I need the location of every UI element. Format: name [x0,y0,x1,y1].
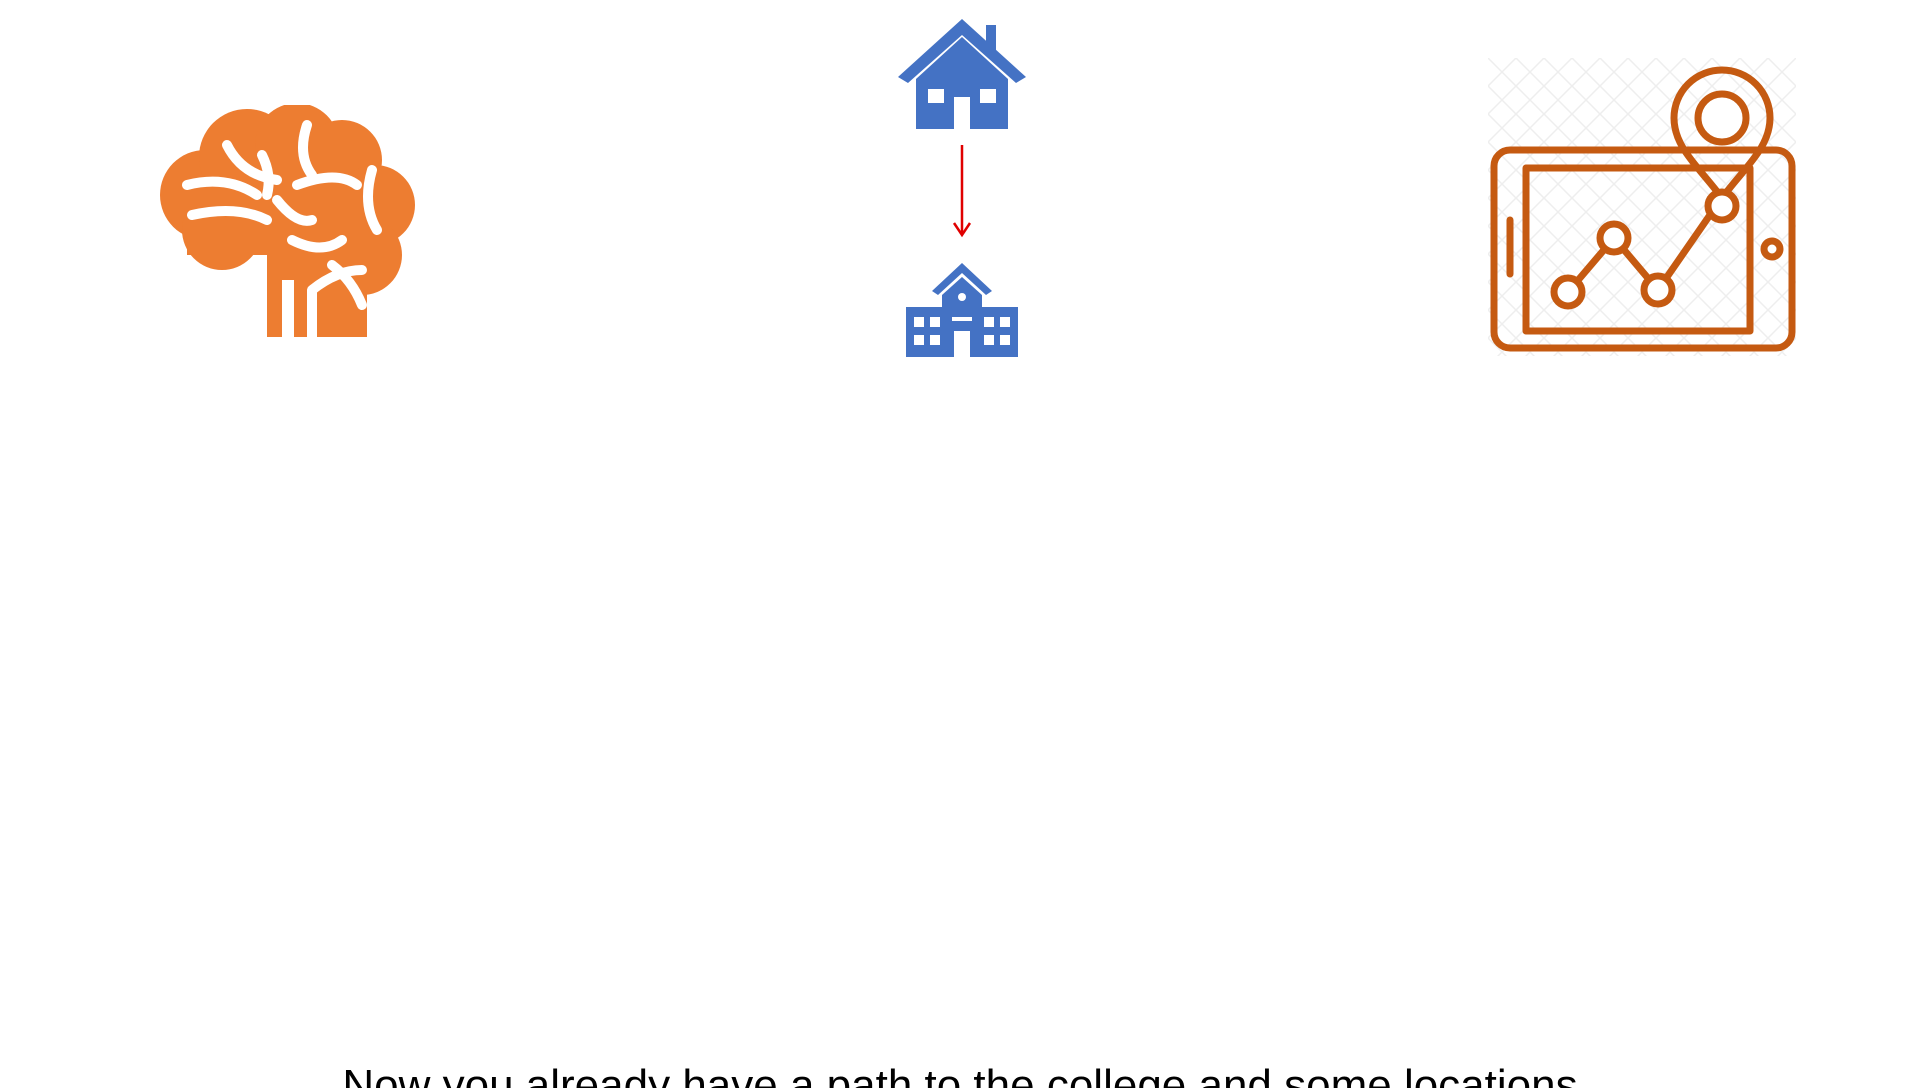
tablet-map-location-icon [1488,58,1796,356]
house-icon [898,17,1026,129]
down-arrow-icon [949,143,975,239]
brain-icon [147,105,417,337]
school-building-icon [906,261,1018,357]
caption-text: Now you already have a path to the colle… [342,1061,1578,1088]
